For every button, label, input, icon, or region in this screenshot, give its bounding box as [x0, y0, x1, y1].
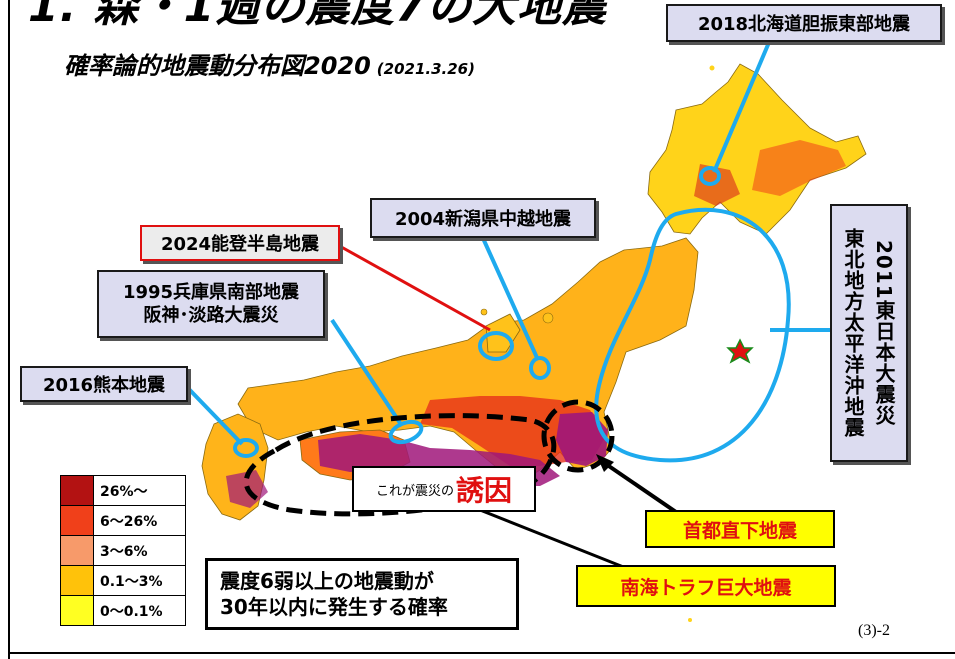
probability-legend: 26%～ 6～26% 3～6% 0.1～3% 0～0.1%: [60, 475, 186, 626]
bottom-border-rule: [8, 652, 955, 654]
epicenter-circles: [233, 166, 791, 463]
tohoku-epicenter-star: [726, 338, 754, 364]
legend-swatch: [61, 476, 94, 505]
legend-swatch: [61, 536, 94, 565]
hokkaido-south-hazard: [694, 164, 740, 206]
legend-swatch: [61, 566, 94, 595]
leader-1995: [330, 318, 404, 428]
legend-label: 0.1～3%: [100, 573, 163, 590]
legend-row: 26%～: [61, 476, 185, 506]
legend-row: 0～0.1%: [61, 596, 185, 625]
probability-caption: 震度6弱以上の地震動が 30年以内に発生する確率: [205, 558, 519, 630]
circle-tohoku: [594, 207, 791, 463]
label-2018-hokkaido: 2018北海道胆振東部地震: [666, 4, 942, 42]
legend-row: 3～6%: [61, 536, 185, 566]
circle-2024: [478, 331, 514, 361]
label-nankai-trough: 南海トラフ巨大地震: [576, 565, 836, 607]
label-1995-line2: 阪神･淡路大震災: [143, 305, 279, 326]
map-subtitle-date: (2021.3.26): [376, 60, 475, 78]
circle-2016: [233, 438, 259, 458]
legend-row: 6～26%: [61, 506, 185, 536]
legend-label: 26%～: [100, 483, 148, 500]
probability-caption-line1: 震度6弱以上の地震動が: [220, 569, 434, 593]
circle-2004: [529, 356, 551, 380]
cause-word: 誘因: [456, 474, 513, 507]
kyushu-island: [201, 413, 269, 521]
japan-islands: [201, 63, 867, 622]
hokkaido-east-hazard: [752, 140, 846, 196]
dashed-zones: [243, 399, 615, 517]
label-2016-kumamoto: 2016熊本地震: [20, 366, 188, 402]
sado-island: [542, 312, 554, 324]
legend-label: 0～0.1%: [100, 603, 163, 620]
arrow-tokyo-head: [596, 454, 614, 472]
leader-2004: [480, 235, 540, 361]
callout-lines: [182, 39, 830, 446]
tokyo-dashed-zone: [541, 399, 615, 473]
leader-2018: [712, 39, 772, 173]
legend-swatch: [61, 596, 94, 625]
leader-2016: [182, 382, 244, 446]
cause-prefix: これが震災の: [375, 483, 454, 499]
label-2024-noto: 2024能登半島地震: [140, 225, 340, 261]
rebun-island: [709, 65, 715, 71]
left-border-rule: [8, 0, 10, 659]
label-1995-hyogo: 1995兵庫県南部地震 阪神･淡路大震災: [97, 270, 325, 338]
cause-label: これが震災の誘因: [352, 466, 536, 512]
kanto-high-zone: [556, 412, 608, 466]
nankai-dashed-zone: [243, 413, 557, 517]
legend-row: 0.1～3%: [61, 566, 185, 596]
circle-2018: [699, 166, 721, 186]
label-1995-line1: 1995兵庫県南部地震: [122, 281, 300, 303]
circle-1995: [388, 419, 424, 445]
legend-label: 6～26%: [100, 513, 158, 530]
izu-island-2: [688, 618, 692, 622]
map-subtitle-text: 確率論的地震動分布図2020: [64, 52, 371, 80]
leader-2024: [335, 242, 491, 332]
page-number: (3)-2: [858, 622, 890, 639]
label-2004-niigata: 2004新潟県中越地震: [370, 198, 596, 238]
arrow-nankai: [469, 504, 627, 570]
oki-island: [480, 308, 488, 316]
label-tohoku-line1: 東北地方太平洋沖地震: [841, 228, 865, 438]
legend-swatch: [61, 506, 94, 535]
arrow-tokyo: [598, 458, 678, 514]
legend-label: 3～6%: [100, 543, 148, 560]
slide-title: 1. 森・1週の震度7の大地震: [28, 0, 607, 32]
label-2011-tohoku: 東北地方太平洋沖地震 2011東日本大震災: [830, 204, 908, 462]
probability-caption-line2: 30年以内に発生する確率: [220, 595, 448, 619]
map-subtitle: 確率論的地震動分布図2020 (2021.3.26): [64, 46, 475, 81]
label-tokyo-inland: 首都直下地震: [645, 510, 835, 548]
label-tohoku-line2: 2011東日本大震災: [872, 240, 896, 426]
